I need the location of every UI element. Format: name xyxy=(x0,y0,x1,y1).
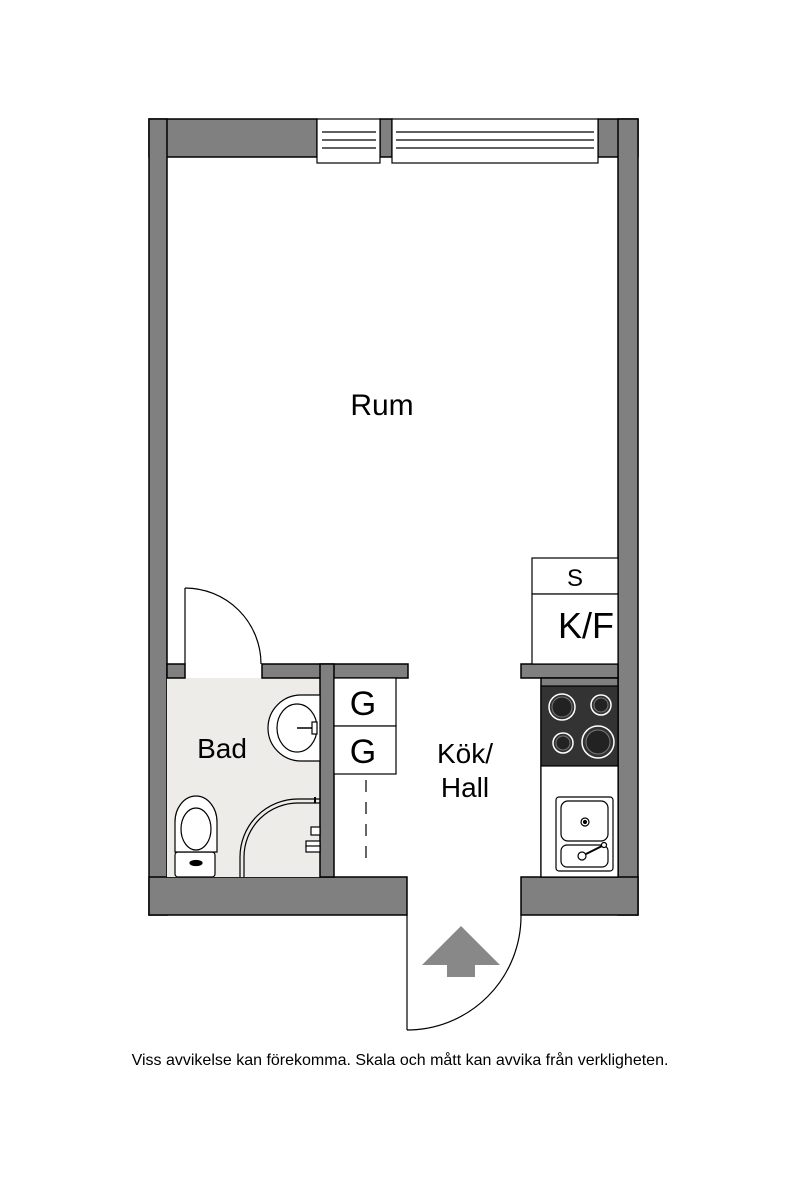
entrance-door[interactable] xyxy=(406,914,522,1031)
stove-icon xyxy=(540,685,619,767)
room-label-rum: Rum xyxy=(350,389,413,422)
closet-label-1: G xyxy=(350,685,376,723)
entrance-arrow-icon xyxy=(422,926,500,977)
fridge-freezer-label: K/F xyxy=(558,605,614,646)
disclaimer-text: Viss avvikelse kan förekomma. Skala och … xyxy=(131,1052,669,1069)
room-label-kok: Kök/ xyxy=(437,738,493,769)
toilet-icon xyxy=(174,795,218,878)
stove-label: S xyxy=(567,565,583,592)
sink-icon xyxy=(555,796,614,872)
bathroom-door xyxy=(184,587,262,665)
room-label-hall: Hall xyxy=(441,772,489,803)
closet-label-2: G xyxy=(350,733,376,771)
shower-icon xyxy=(239,797,321,877)
closets xyxy=(333,677,397,775)
window-left xyxy=(316,118,381,164)
fridge-block xyxy=(531,557,619,665)
washbasin-icon xyxy=(267,694,321,762)
room-label-bad: Bad xyxy=(197,733,247,764)
window-right xyxy=(391,118,599,164)
outer-walls xyxy=(148,118,639,916)
